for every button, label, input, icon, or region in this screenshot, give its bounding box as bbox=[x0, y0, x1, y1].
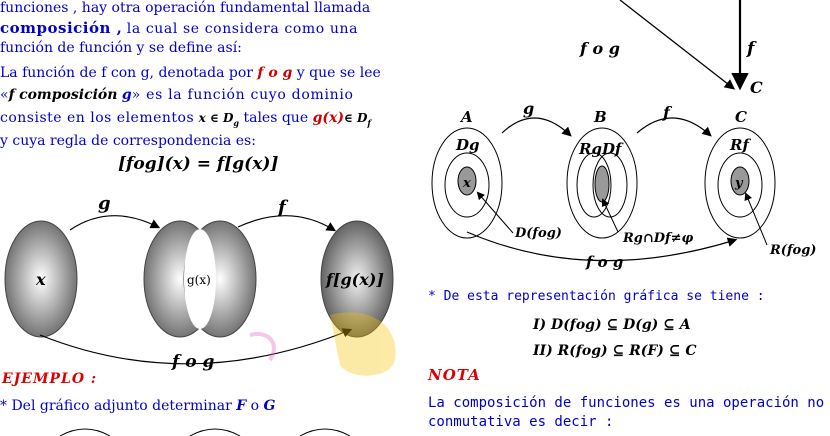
line-6-mid: tales que bbox=[243, 110, 309, 126]
label-fgx: f[g(x)] bbox=[325, 270, 384, 289]
top-label-fog: f o g bbox=[579, 39, 620, 58]
property-2: II) R(fog) ⊆ R(F) ⊆ C bbox=[533, 343, 697, 359]
property-1: I) D(fog) ⊆ D(g) ⊆ A bbox=[533, 317, 691, 333]
arrow-g bbox=[69, 215, 161, 231]
label-intersection: Rg∩Df≠φ bbox=[622, 231, 694, 246]
pointer-inter bbox=[601, 198, 619, 233]
set-B-outer bbox=[566, 127, 638, 239]
set-A-inner bbox=[444, 152, 490, 218]
label-g-right: g bbox=[523, 99, 534, 118]
label-g: g bbox=[98, 193, 111, 214]
label-Dfog: D(fog) bbox=[514, 226, 562, 241]
pointer-Dfog bbox=[476, 191, 514, 234]
set-C-outer bbox=[704, 127, 776, 239]
watermark-logo bbox=[249, 312, 396, 376]
g-of-x: g(x) bbox=[312, 110, 344, 126]
line-5-rest: » es la función cuyo dominio bbox=[131, 87, 354, 103]
set-B-intersection bbox=[594, 165, 610, 203]
set-label-C: C bbox=[735, 108, 747, 126]
paragraph-line-2: composición , la cual se considera como … bbox=[0, 19, 358, 38]
set-domain-ellipse bbox=[4, 220, 78, 338]
nota-line-1: La composición de funciones es una opera… bbox=[428, 395, 825, 411]
composition-diagram-right: f o g f C A B C Dg RgDf Rf x y g f f o g… bbox=[431, 0, 816, 271]
set-label-A: A bbox=[459, 108, 473, 126]
top-arrow-fog bbox=[619, 0, 736, 90]
representation-note: * De esta representación gráfica se tien… bbox=[428, 289, 765, 304]
line-4-rest: y que se lee bbox=[296, 65, 381, 81]
line-2-rest: la cual se considera como una bbox=[126, 21, 359, 37]
word-composicion: composición bbox=[19, 87, 118, 103]
arrow-g-right bbox=[501, 117, 572, 137]
label-f-right: f bbox=[662, 103, 673, 122]
set-A-outer bbox=[431, 127, 503, 239]
label-RgDf: RgDf bbox=[578, 140, 624, 158]
label-y: y bbox=[734, 176, 744, 191]
label-f: f bbox=[276, 197, 289, 218]
arrow-fog-right bbox=[466, 231, 738, 262]
set-B-rg bbox=[576, 152, 612, 218]
paragraph-line-1: funciones , hay otra operación fundament… bbox=[0, 0, 371, 16]
quote-open: « bbox=[0, 87, 9, 103]
label-Dg: Dg bbox=[455, 136, 480, 154]
symbol-g: g bbox=[121, 87, 132, 103]
term-composicion: composición , bbox=[0, 19, 123, 37]
nota-line-2: conmutativa es decir : bbox=[428, 414, 614, 430]
arrow-fog bbox=[39, 328, 353, 365]
symbol-G: G bbox=[263, 398, 276, 414]
nota-heading: NOTA bbox=[428, 366, 481, 384]
sub-f: f bbox=[367, 117, 371, 128]
composition-diagram-left: g f x g(x) f[g(x)] f o g bbox=[4, 193, 396, 376]
set-B-df bbox=[592, 152, 628, 218]
intersection-region bbox=[184, 229, 216, 329]
ejemplo-text: * Del gráfico adjunto determinar F o G bbox=[0, 397, 276, 415]
paragraph-line-3: función de función y se define así: bbox=[0, 40, 242, 56]
label-gx: g(x) bbox=[187, 273, 211, 287]
symbol-o: o bbox=[250, 398, 260, 414]
paragraph-line-6: consiste en los elementos x ∈ Dg tales q… bbox=[0, 109, 371, 132]
label-Rf: Rf bbox=[729, 136, 751, 154]
symbol-f: f bbox=[8, 87, 15, 103]
paragraph-line-4: La función de f con g, denotada por f o … bbox=[0, 64, 381, 82]
ejemplo-heading: EJEMPLO : bbox=[2, 371, 98, 387]
set-codomain-ellipse bbox=[320, 220, 394, 338]
paragraph-line-7: y cuya regla de correspondencia es: bbox=[0, 133, 256, 149]
label-fog-right: f o g bbox=[585, 253, 623, 271]
label-x: x bbox=[35, 270, 46, 289]
in-df: ∈ D bbox=[343, 111, 368, 125]
line-6-text: consiste en los elementos bbox=[0, 110, 195, 126]
set-A-core bbox=[457, 166, 477, 196]
ejemplo-diagram-partial bbox=[59, 428, 351, 436]
top-label-f: f bbox=[746, 39, 757, 59]
arrow-f bbox=[237, 215, 337, 232]
line-4-text: La función de f con g, denotada por bbox=[0, 65, 253, 81]
paragraph-line-5: «f composición g» es la función cuyo dom… bbox=[0, 86, 354, 104]
x-in-dg: x ∈ D bbox=[198, 111, 234, 125]
label-Rfog: R(fog) bbox=[769, 243, 816, 258]
top-label-C: C bbox=[750, 78, 763, 97]
label-fog: f o g bbox=[171, 352, 214, 372]
ejemplo-line: * Del gráfico adjunto determinar bbox=[0, 398, 232, 414]
symbol-F: F bbox=[236, 398, 247, 414]
set-label-B: B bbox=[593, 108, 607, 126]
composition-formula: [fog](x) = f[g(x)] bbox=[118, 154, 279, 174]
set-C-inner bbox=[717, 152, 763, 218]
arrow-f-right bbox=[636, 117, 712, 137]
label-x-right: x bbox=[462, 176, 471, 191]
fog-notation: f o g bbox=[257, 65, 293, 81]
sub-g: g bbox=[233, 117, 240, 128]
set-C-core bbox=[730, 166, 750, 196]
pointer-Rfog bbox=[744, 192, 768, 246]
